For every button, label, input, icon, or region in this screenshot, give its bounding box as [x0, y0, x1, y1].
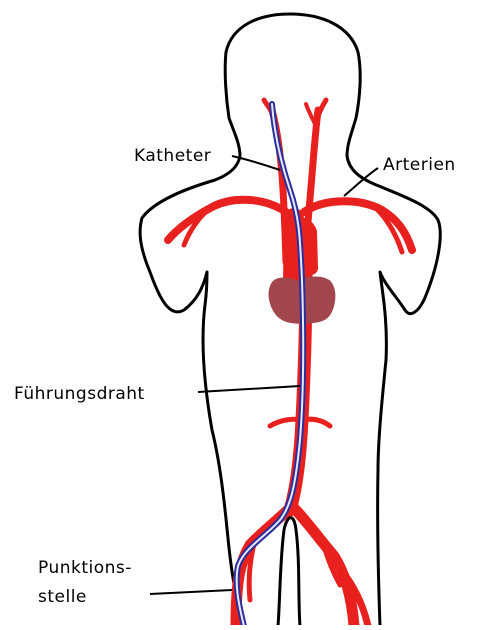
- label-arteries: Arterien: [383, 155, 456, 175]
- artery-right-carotid-branch: [316, 100, 326, 125]
- leader-guidewire: [198, 386, 300, 392]
- artery-right-subclavian: [304, 201, 412, 250]
- label-guidewire: Führungsdraht: [14, 384, 145, 404]
- artery-left-subclavian: [168, 200, 286, 240]
- crotch-outline: [278, 518, 300, 625]
- label-puncture-line1: Punktions-: [38, 558, 132, 578]
- leader-puncture: [150, 590, 232, 594]
- right-iliac-artery: [292, 506, 354, 625]
- label-catheter: Katheter: [134, 146, 211, 166]
- left-iliac-artery: [236, 506, 292, 625]
- label-puncture-line2: stelle: [38, 587, 87, 607]
